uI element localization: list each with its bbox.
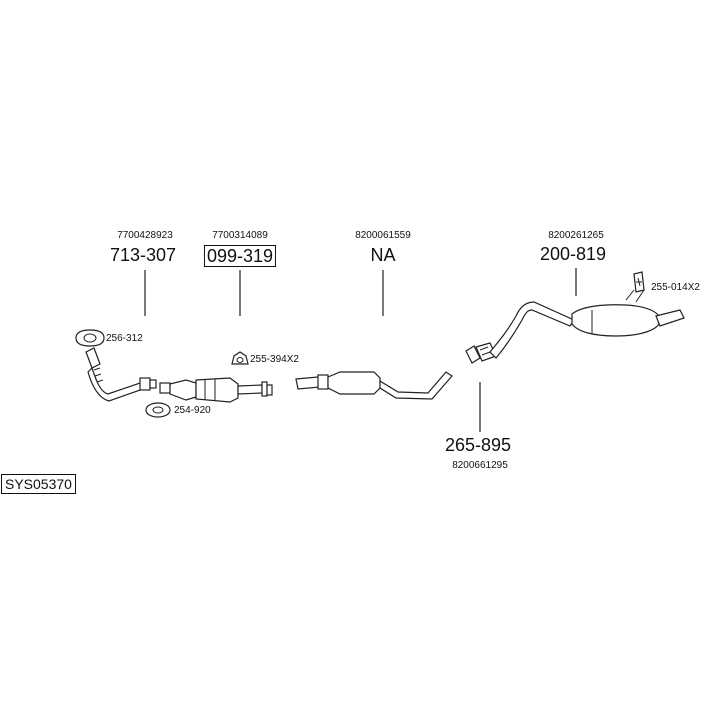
accessory-code-255-014x2[interactable]: 255-014X2: [651, 282, 700, 293]
part-number-na[interactable]: NA: [370, 245, 396, 265]
oem-number: 8200261265: [548, 230, 604, 241]
mounting-rubber-icon: [231, 351, 249, 365]
oem-number: 7700314089: [212, 230, 268, 241]
part-number-265-895[interactable]: 265-895: [444, 435, 512, 455]
gasket-icon: [75, 329, 105, 347]
oem-number: 7700428923: [117, 230, 173, 241]
front-pipe-713-307: [85, 347, 157, 402]
bracket-icon: [625, 271, 645, 303]
part-number-099-319[interactable]: 099-319: [203, 245, 277, 267]
part-number-713-307[interactable]: 713-307: [109, 245, 177, 265]
system-code-label: SYS05370: [1, 474, 76, 494]
catalytic-converter-099-319: [159, 377, 273, 403]
oem-number: 8200061559: [355, 230, 411, 241]
oem-number: 8200661295: [452, 460, 508, 471]
part-number-200-819[interactable]: 200-819: [539, 244, 607, 264]
rear-silencer-200-819: [489, 301, 685, 359]
accessory-code-254-920[interactable]: 254-920: [174, 405, 211, 416]
gasket-icon: [145, 402, 171, 418]
clamp-265-895: [465, 342, 497, 364]
accessory-code-256-312[interactable]: 256-312: [106, 333, 143, 344]
middle-silencer-na: [295, 371, 453, 400]
accessory-code-255-394x2[interactable]: 255-394X2: [250, 354, 299, 365]
